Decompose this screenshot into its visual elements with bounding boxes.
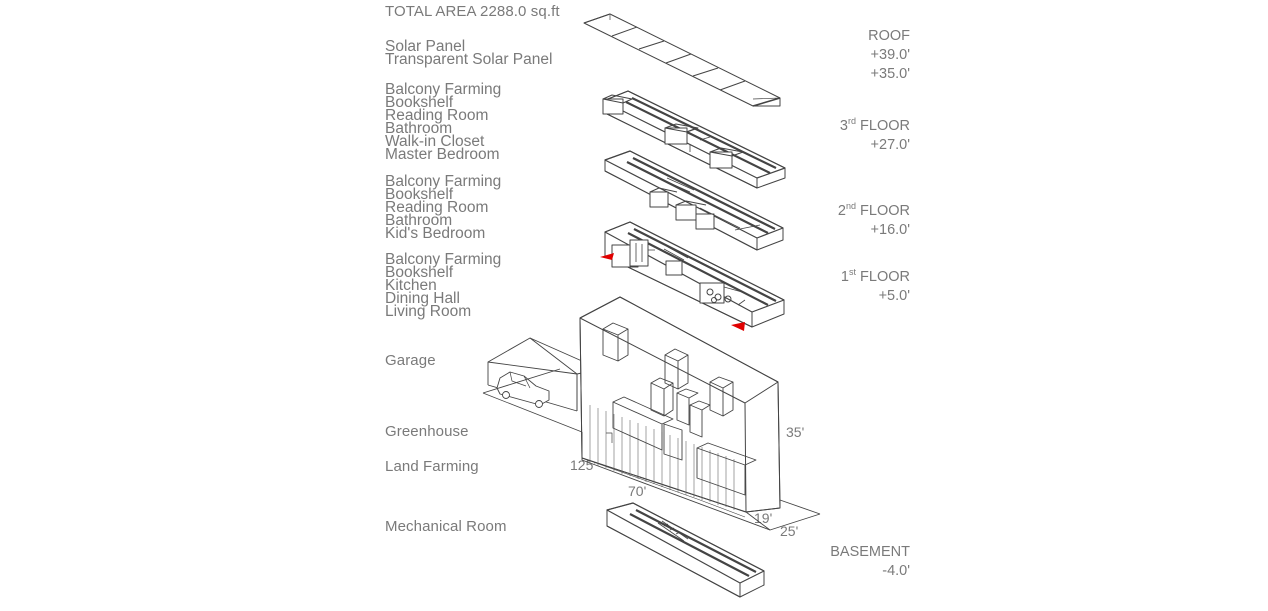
label-kitchen: Kitchen (385, 277, 437, 294)
label-solar-panel: Solar Panel (385, 38, 466, 55)
label-transparent-solar-panel: Transparent Solar Panel (385, 51, 553, 68)
first-floor-plan (604, 221, 785, 328)
label-land-farming: Land Farming (385, 458, 479, 475)
label-mechanical-room: Mechanical Room (385, 518, 507, 535)
label-reading-room: Reading Room (385, 107, 489, 124)
third-floor-plan (602, 90, 786, 189)
level-third-name: 3rd FLOOR (839, 116, 910, 134)
level-basement-name: BASEMENT (830, 544, 910, 560)
level-second-name: 2nd FLOOR (837, 201, 910, 219)
label-master-bedroom: Master Bedroom (385, 146, 500, 163)
level-second-floor: 2nd FLOOR +16.0' (838, 197, 910, 240)
label-garage: Garage (385, 352, 436, 369)
basement-mechanical-room (606, 502, 765, 598)
dim-width-inner: 19' (754, 510, 773, 526)
level-roof-elev-top: +39.0' (870, 47, 910, 63)
label-reading-room: Reading Room (385, 199, 489, 216)
label-bathroom: Bathroom (385, 212, 453, 229)
label-balcony-farming: Balcony Farming (385, 81, 502, 98)
label-dining-hall: Dining Hall (385, 290, 460, 307)
level-first-name: 1st FLOOR (840, 267, 910, 285)
label-balcony-farming: Balcony Farming (385, 173, 502, 190)
level-roof-elev-bottom: +35.0' (870, 66, 910, 82)
car-icon (496, 371, 550, 408)
level-basement: BASEMENT -4.0' (830, 543, 910, 581)
roof-solar-panel (583, 13, 781, 107)
level-third-elev: +27.0' (870, 137, 910, 153)
dim-width-outer: 25' (780, 523, 799, 539)
label-bathroom: Bathroom (385, 120, 453, 137)
level-first-floor: 1st FLOOR +5.0' (841, 263, 910, 306)
level-second-elev: +16.0' (870, 222, 910, 238)
second-floor-plan (604, 150, 784, 251)
label-bookshelf: Bookshelf (385, 264, 454, 281)
level-third-floor: 3rd FLOOR +27.0' (840, 112, 910, 155)
level-roof-name: ROOF (868, 28, 910, 44)
second-floor-labels: Balcony Farming Bookshelf Reading Room B… (385, 173, 502, 242)
ground-plane (482, 368, 821, 531)
third-floor-labels: Balcony Farming Bookshelf Reading Room B… (385, 81, 502, 163)
label-bookshelf: Bookshelf (385, 94, 454, 111)
total-area: TOTAL AREA 2288.0 sq.ft (385, 3, 560, 20)
label-kids-bedroom: Kid's Bedroom (385, 225, 486, 242)
label-walk-in-closet: Walk-in Closet (385, 133, 485, 150)
planter-boxes (602, 322, 757, 496)
level-first-elev: +5.0' (878, 288, 910, 304)
label-living-room: Living Room (385, 303, 472, 320)
greenhouse-volume (579, 296, 781, 518)
label-bookshelf: Bookshelf (385, 186, 454, 203)
label-balcony-farming: Balcony Farming (385, 251, 502, 268)
entry-arrow-right (731, 322, 745, 331)
label-greenhouse: Greenhouse (385, 423, 469, 440)
level-basement-elev: -4.0' (882, 563, 910, 579)
level-roof: ROOF +39.0' +35.0' (868, 27, 910, 84)
roof-labels: Solar Panel Transparent Solar Panel (385, 38, 553, 68)
first-floor-labels: Balcony Farming Bookshelf Kitchen Dining… (385, 251, 502, 320)
dim-height: 35' (786, 424, 805, 440)
dim-depth: 70' (628, 483, 647, 499)
entry-arrow-left (600, 253, 614, 260)
greenhouse-glazing (589, 405, 735, 510)
